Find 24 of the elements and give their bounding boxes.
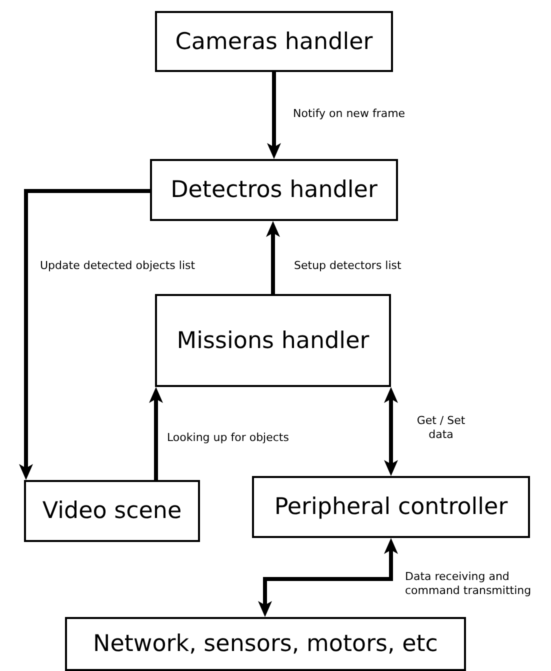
box-label: Cameras handler	[175, 28, 373, 54]
edge-label: Data receiving and command transmitting	[405, 570, 532, 598]
arrow	[149, 387, 163, 480]
arrow	[267, 72, 281, 159]
process-box	[252, 476, 530, 538]
process-box	[155, 294, 391, 387]
edge-label: Setup detectors list	[294, 259, 402, 273]
arrow	[266, 221, 280, 294]
box-label: Peripheral controller	[274, 494, 508, 520]
box-label: Detectros handler	[170, 177, 378, 203]
box-label: Network, sensors, motors, etc	[93, 631, 438, 657]
edge-label: Looking up for objects	[167, 431, 290, 445]
process-box	[65, 617, 466, 671]
process-box	[24, 480, 200, 542]
edge-label: Get / Set data	[416, 414, 466, 442]
edge-label: Notify on new frame	[293, 107, 406, 121]
process-box	[150, 159, 398, 221]
arrow	[19, 189, 150, 480]
double-arrow	[384, 387, 398, 476]
box-label: Video scene	[42, 498, 182, 524]
edge-label: Update detected objects list	[40, 259, 196, 273]
box-label: Missions handler	[176, 328, 370, 354]
double-arrow	[258, 538, 398, 617]
process-box	[155, 11, 393, 72]
